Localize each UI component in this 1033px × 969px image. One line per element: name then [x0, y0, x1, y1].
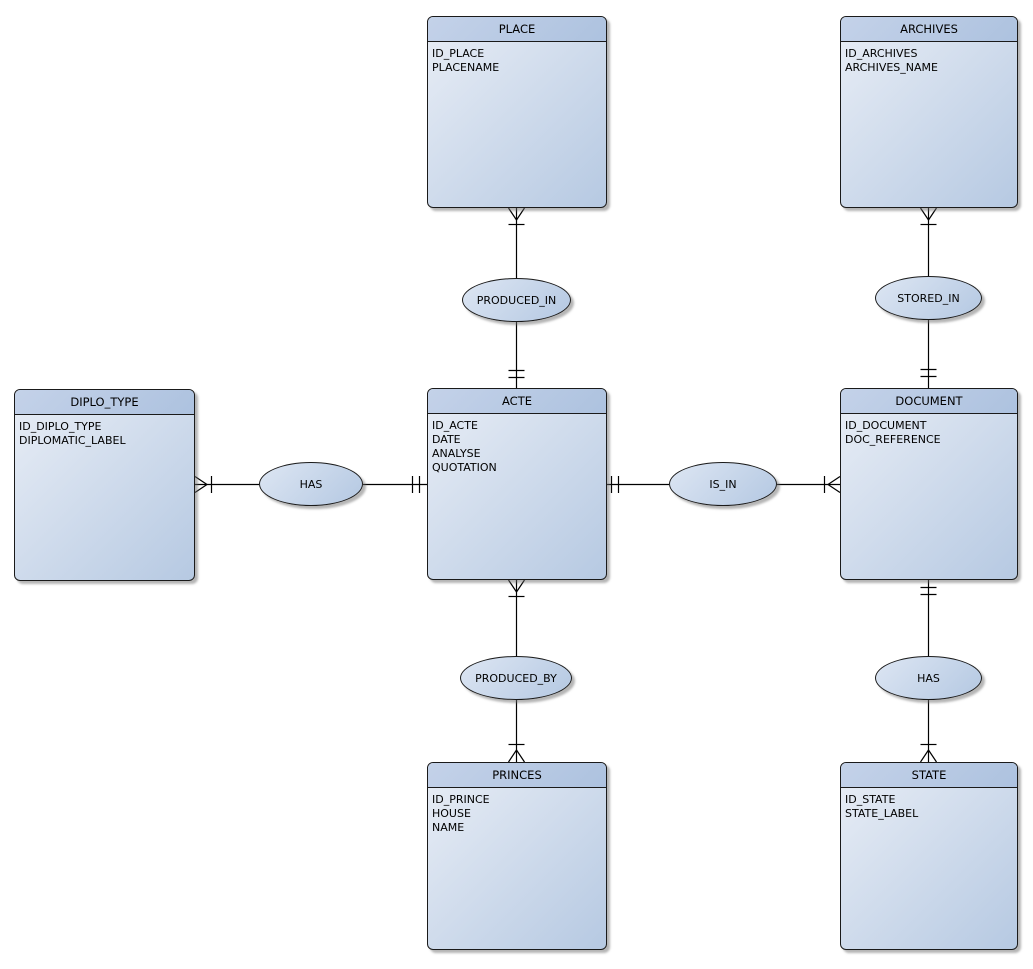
entity-place-title: PLACE — [428, 17, 606, 42]
connector-has-acte[interactable] — [363, 476, 427, 493]
connector-place-produced-in[interactable] — [508, 207, 525, 278]
relationship-has-state[interactable]: HAS — [875, 656, 982, 700]
connector-produced-in-acte[interactable] — [508, 322, 525, 388]
entity-diplo-type-attributes: ID_DIPLO_TYPE DIPLOMATIC_LABEL — [19, 420, 126, 447]
entity-state-attributes: ID_STATE STATE_LABEL — [845, 793, 919, 820]
entity-document-attributes: ID_DOCUMENT DOC_REFERENCE — [845, 419, 941, 446]
connector-diplo-type-has[interactable] — [194, 476, 259, 493]
relationship-has-diplo-type[interactable]: HAS — [259, 462, 363, 506]
connector-produced-by-princes[interactable] — [508, 700, 525, 763]
connector-has-state[interactable] — [920, 700, 937, 763]
connector-acte-produced-by[interactable] — [508, 579, 525, 656]
entity-acte-attributes: ID_ACTE DATE ANALYSE QUOTATION — [432, 419, 497, 474]
entity-princes-title: PRINCES — [428, 763, 606, 788]
relationship-stored-in-label: STORED_IN — [897, 291, 960, 305]
connector-document-has[interactable] — [920, 580, 937, 656]
entity-place[interactable]: PLACE ID_PLACE PLACENAME — [427, 16, 607, 208]
entity-diplo-type[interactable]: DIPLO_TYPE ID_DIPLO_TYPE DIPLOMATIC_LABE… — [14, 389, 195, 581]
entity-acte-title: ACTE — [428, 389, 606, 414]
relationship-is-in[interactable]: IS_IN — [669, 462, 777, 506]
entity-document[interactable]: DOCUMENT ID_DOCUMENT DOC_REFERENCE — [840, 388, 1018, 580]
entity-archives[interactable]: ARCHIVES ID_ARCHIVES ARCHIVES_NAME — [840, 16, 1018, 208]
relationship-produced-by-label: PRODUCED_BY — [475, 671, 557, 685]
entity-princes-attributes: ID_PRINCE HOUSE NAME — [432, 793, 490, 834]
relationship-has-state-label: HAS — [917, 671, 940, 685]
relationship-produced-in-label: PRODUCED_IN — [476, 293, 557, 307]
entity-acte[interactable]: ACTE ID_ACTE DATE ANALYSE QUOTATION — [427, 388, 607, 580]
entity-diplo-type-title: DIPLO_TYPE — [15, 390, 194, 415]
entity-archives-attributes: ID_ARCHIVES ARCHIVES_NAME — [845, 47, 938, 74]
connector-stored-in-document[interactable] — [920, 320, 937, 388]
connector-acte-is-in[interactable] — [607, 476, 669, 493]
entity-state-title: STATE — [841, 763, 1017, 788]
relationship-is-in-label: IS_IN — [709, 477, 737, 491]
relationship-produced-by[interactable]: PRODUCED_BY — [460, 656, 572, 700]
relationship-produced-in[interactable]: PRODUCED_IN — [462, 278, 571, 322]
relationship-stored-in[interactable]: STORED_IN — [875, 276, 982, 320]
entity-princes[interactable]: PRINCES ID_PRINCE HOUSE NAME — [427, 762, 607, 950]
entity-state[interactable]: STATE ID_STATE STATE_LABEL — [840, 762, 1018, 950]
entity-place-attributes: ID_PLACE PLACENAME — [432, 47, 500, 74]
relationship-has-diplo-type-label: HAS — [299, 477, 323, 491]
entity-archives-title: ARCHIVES — [841, 17, 1017, 42]
entity-document-title: DOCUMENT — [841, 389, 1017, 414]
connector-archives-stored-in[interactable] — [920, 207, 937, 276]
connector-is-in-document[interactable] — [777, 476, 841, 493]
